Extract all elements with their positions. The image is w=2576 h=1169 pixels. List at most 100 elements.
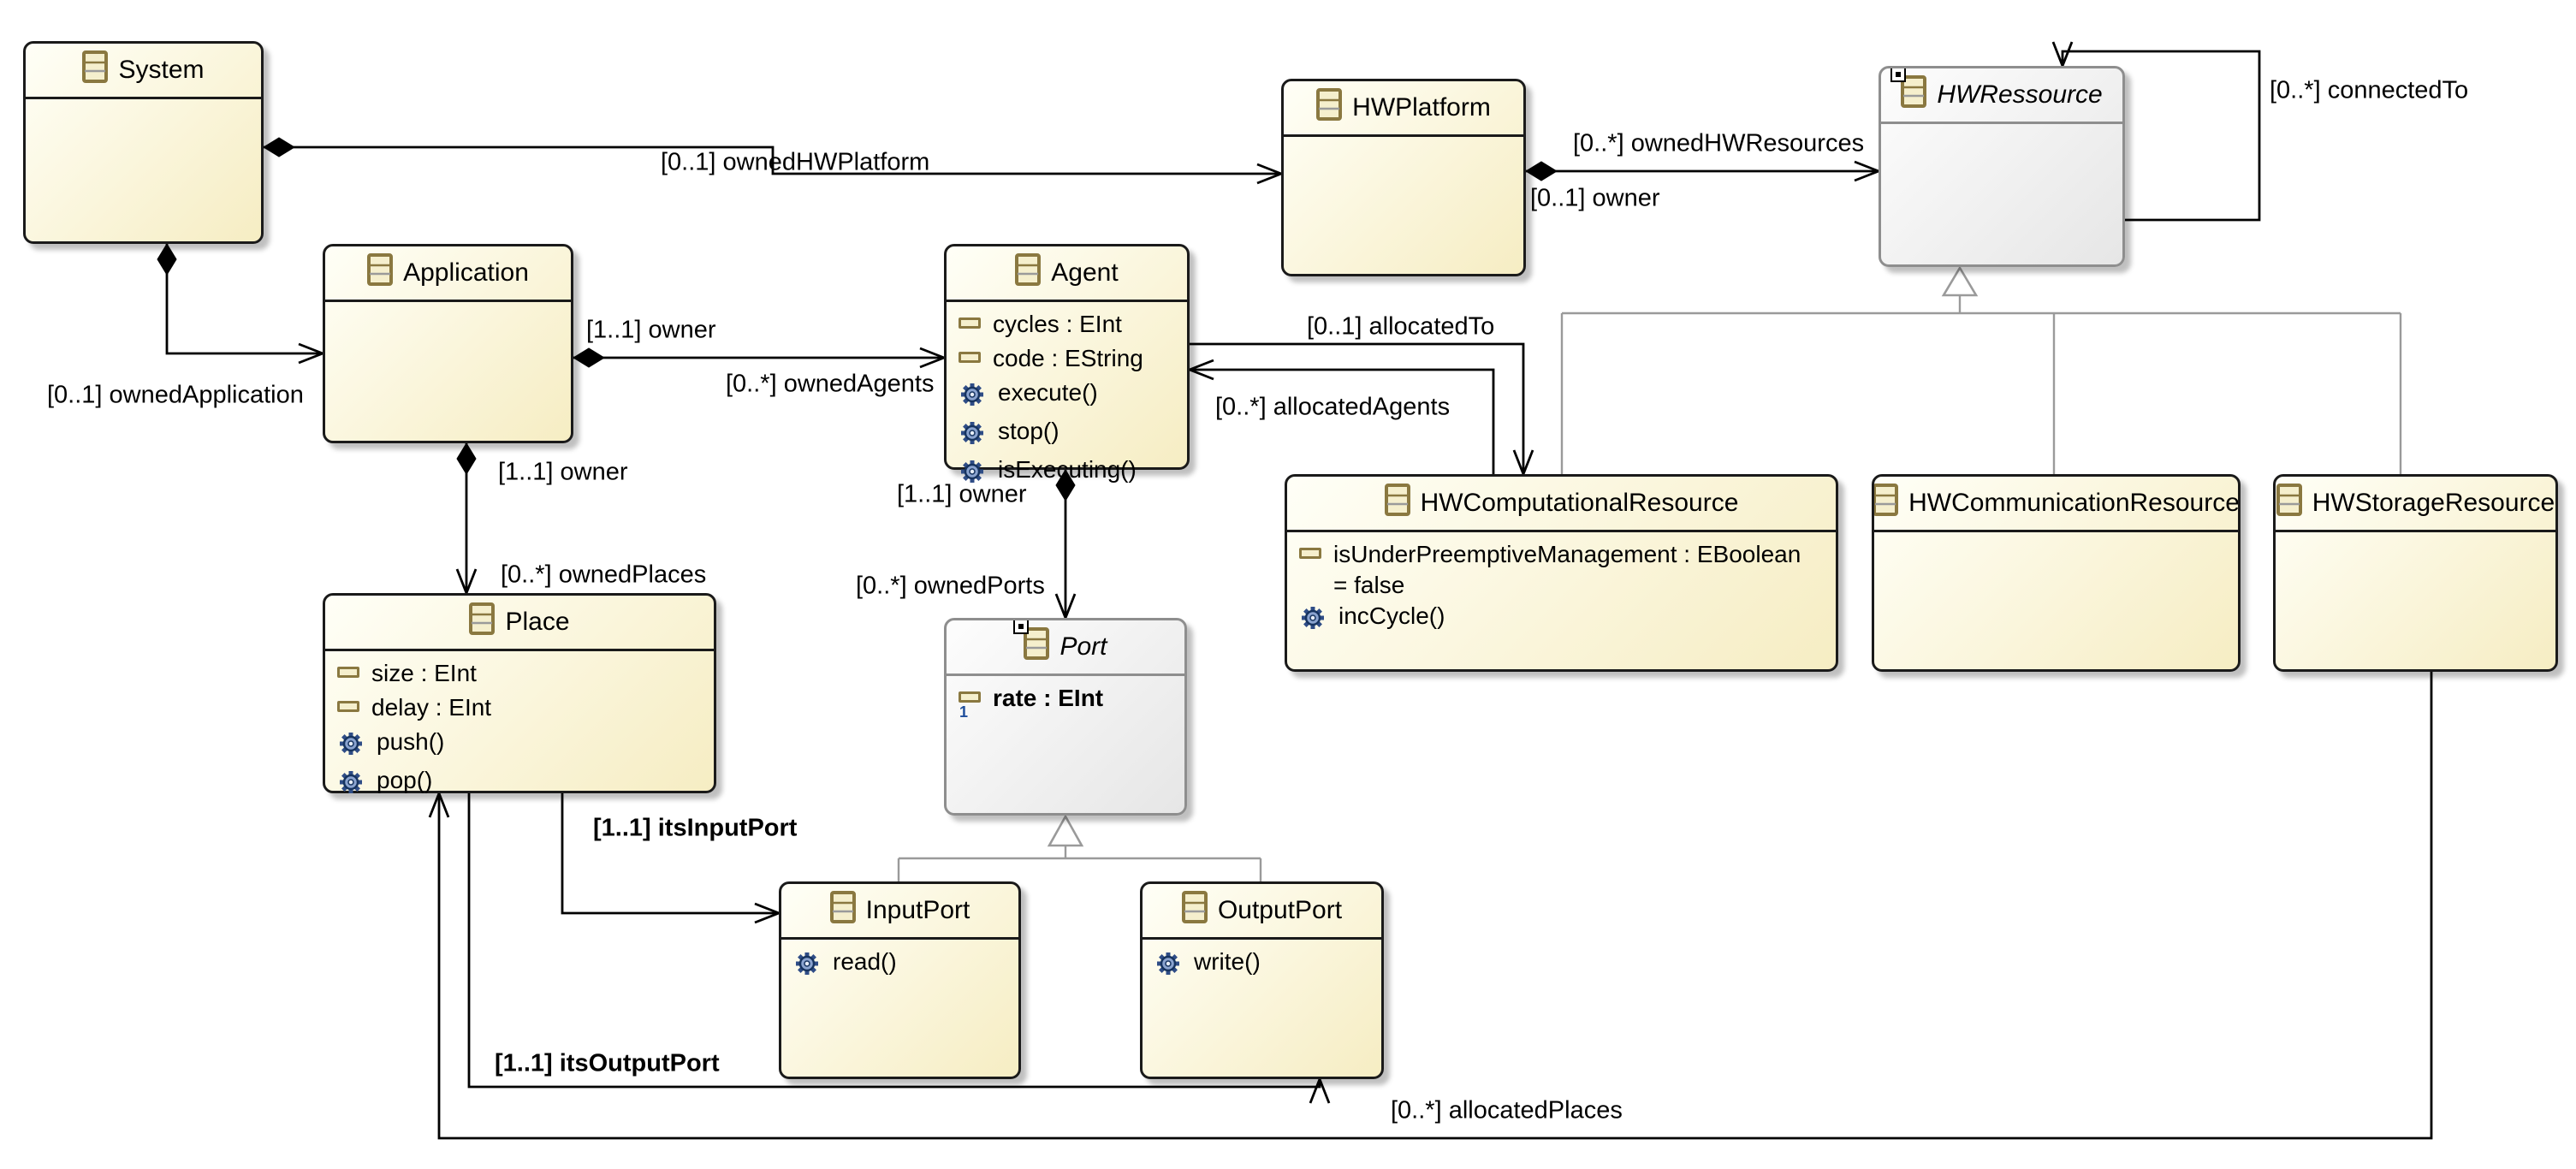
edge-label-allocated-places[interactable]: [0..*] allocatedPlaces bbox=[1391, 1096, 1623, 1124]
attribute-row[interactable]: code : EString bbox=[947, 343, 1187, 377]
operation-row[interactable]: execute() bbox=[947, 377, 1187, 416]
class-title-bar[interactable]: Place bbox=[325, 596, 714, 651]
edge-ownedPlaces-owner[interactable] bbox=[455, 442, 478, 596]
class-members: write() bbox=[1143, 940, 1381, 985]
edge-itsOutputPort[interactable] bbox=[467, 793, 1331, 1104]
attribute-row[interactable]: isUnderPreemptiveManagement : EBoolean =… bbox=[1287, 539, 1836, 601]
class-title-bar[interactable]: Application bbox=[325, 246, 571, 302]
abstract-marker-badge bbox=[1890, 68, 1907, 82]
edge-line-allocatedPlaces[interactable] bbox=[437, 672, 2433, 1140]
operation-row[interactable]: write() bbox=[1143, 946, 1381, 985]
edge-line-itsOutputPort[interactable] bbox=[467, 793, 1321, 1089]
attribute-row[interactable]: delay : EInt bbox=[325, 692, 714, 727]
class-hwressource[interactable]: HWRessource bbox=[1879, 66, 2125, 267]
eoperation-gear-icon bbox=[337, 730, 365, 765]
edge-line-ownedHWPlatform[interactable] bbox=[264, 145, 1281, 175]
edge-label-owned-hwplatform[interactable]: [0..1] ownedHWPlatform bbox=[661, 148, 930, 176]
edge-ownedHWResources[interactable] bbox=[1525, 160, 1882, 182]
edge-label-owned-application[interactable]: [0..1] ownedApplication bbox=[47, 381, 304, 409]
operation-text: push() bbox=[377, 728, 445, 755]
edge-label-owned-places[interactable]: [0..*] ownedPlaces bbox=[501, 561, 707, 589]
class-name: Application bbox=[403, 258, 529, 287]
class-members: rate : EInt bbox=[947, 676, 1184, 720]
edge-line-allocatedTo[interactable] bbox=[1190, 342, 1525, 474]
edge-label-its-input-port[interactable]: [1..1] itsInputPort bbox=[593, 814, 798, 842]
edge-label-owned-agents[interactable]: [0..*] ownedAgents bbox=[726, 370, 935, 398]
class-title-bar[interactable]: OutputPort bbox=[1143, 884, 1381, 940]
class-title-bar[interactable]: Port bbox=[947, 620, 1184, 676]
class-members: read() bbox=[781, 940, 1018, 985]
operation-row[interactable]: pop() bbox=[325, 765, 714, 804]
class-members bbox=[1284, 137, 1523, 144]
edge-label-allocated-agents[interactable]: [0..*] allocatedAgents bbox=[1215, 393, 1451, 421]
class-members bbox=[2276, 532, 2555, 539]
class-outputport[interactable]: OutputPort write() bbox=[1140, 881, 1384, 1079]
class-system[interactable]: System bbox=[23, 41, 264, 244]
attribute-row[interactable]: size : EInt bbox=[325, 658, 714, 692]
gen-hwressource[interactable] bbox=[1560, 265, 2402, 474]
operation-row[interactable]: isExecuting() bbox=[947, 454, 1187, 493]
edge-ownedAgents-owner[interactable] bbox=[573, 347, 947, 369]
eattribute-icon bbox=[959, 352, 981, 363]
class-title-bar[interactable]: System bbox=[26, 44, 261, 99]
class-title-bar[interactable]: HWPlatform bbox=[1284, 81, 1523, 137]
class-name: HWPlatform bbox=[1352, 93, 1491, 122]
containment-diamond bbox=[1055, 469, 1076, 501]
eclass-icon bbox=[1874, 484, 1899, 523]
generalization-triangle-icon bbox=[1941, 265, 1979, 297]
attribute-row[interactable]: rate : EInt bbox=[947, 683, 1184, 720]
class-members: isUnderPreemptiveManagement : EBoolean =… bbox=[1287, 532, 1836, 639]
operation-text: incCycle() bbox=[1338, 602, 1445, 629]
edge-label-its-output-port[interactable]: [1..1] itsOutputPort bbox=[495, 1049, 720, 1077]
edge-itsInputPort[interactable] bbox=[561, 793, 782, 924]
edge-label-place-owner[interactable]: [1..1] owner bbox=[498, 458, 628, 486]
operation-row[interactable]: stop() bbox=[947, 416, 1187, 454]
class-application[interactable]: Application bbox=[323, 244, 573, 443]
class-title-bar[interactable]: Agent bbox=[947, 246, 1187, 302]
edge-label-allocated-to[interactable]: [0..1] allocatedTo bbox=[1307, 312, 1495, 341]
attribute-row[interactable]: cycles : EInt bbox=[947, 309, 1187, 343]
edge-label-application-owner[interactable]: [1..1] owner bbox=[586, 316, 716, 344]
class-inputport[interactable]: InputPort read() bbox=[779, 881, 1021, 1079]
class-hwcomputational[interactable]: HWComputationalResource isUnderPreemptive… bbox=[1285, 474, 1838, 672]
edge-line-itsInputPort[interactable] bbox=[561, 793, 779, 915]
class-name: InputPort bbox=[865, 896, 970, 924]
class-hwplatform[interactable]: HWPlatform bbox=[1281, 79, 1526, 276]
edge-label-owned-ports[interactable]: [0..*] ownedPorts bbox=[856, 572, 1045, 600]
class-title-bar[interactable]: HWComputationalResource bbox=[1287, 477, 1836, 532]
class-title-bar[interactable]: HWStorageResource bbox=[2276, 477, 2555, 532]
class-hwstorage[interactable]: HWStorageResource bbox=[2273, 474, 2558, 672]
attribute-text: delay : EInt bbox=[371, 694, 492, 721]
class-name: Port bbox=[1059, 632, 1107, 661]
edge-label-port-owner[interactable]: [1..1] owner bbox=[897, 480, 1027, 508]
operation-row[interactable]: incCycle() bbox=[1287, 601, 1836, 639]
class-title-bar[interactable]: InputPort bbox=[781, 884, 1018, 940]
class-port[interactable]: Port rate : EInt bbox=[944, 618, 1187, 816]
edge-ownedApplication[interactable] bbox=[157, 243, 326, 365]
eattribute-icon bbox=[959, 317, 981, 329]
edge-line-allocatedAgents[interactable] bbox=[1190, 368, 1495, 474]
operation-row[interactable]: read() bbox=[781, 946, 1018, 985]
edge-label-connected-to[interactable]: [0..*] connectedTo bbox=[2270, 76, 2469, 104]
class-hwcommunication[interactable]: HWCommunicationResource bbox=[1872, 474, 2241, 672]
abstract-eclass-icon bbox=[1013, 620, 1050, 667]
edge-line-connectedTo[interactable] bbox=[2061, 50, 2261, 222]
edge-label-owned-hwresources[interactable]: [0..*] ownedHWResources bbox=[1573, 129, 1865, 157]
eattribute-icon bbox=[337, 701, 359, 712]
operation-text: isExecuting() bbox=[998, 456, 1137, 483]
class-title-bar[interactable]: HWCommunicationResource bbox=[1874, 477, 2238, 532]
class-title-bar[interactable]: HWRessource bbox=[1881, 68, 2122, 124]
operation-row[interactable]: push() bbox=[325, 727, 714, 765]
edge-allocatedAgents[interactable] bbox=[1186, 359, 1495, 474]
edge-label-hwplatform-owner[interactable]: [0..1] owner bbox=[1530, 184, 1660, 212]
edge-line-ownedApplication[interactable] bbox=[165, 244, 323, 355]
eoperation-gear-icon bbox=[959, 381, 986, 416]
edge-allocatedPlaces[interactable] bbox=[428, 672, 2433, 1140]
eattribute-icon bbox=[959, 691, 981, 720]
open-arrowhead bbox=[1309, 1076, 1331, 1104]
gen-port[interactable] bbox=[897, 814, 1262, 881]
